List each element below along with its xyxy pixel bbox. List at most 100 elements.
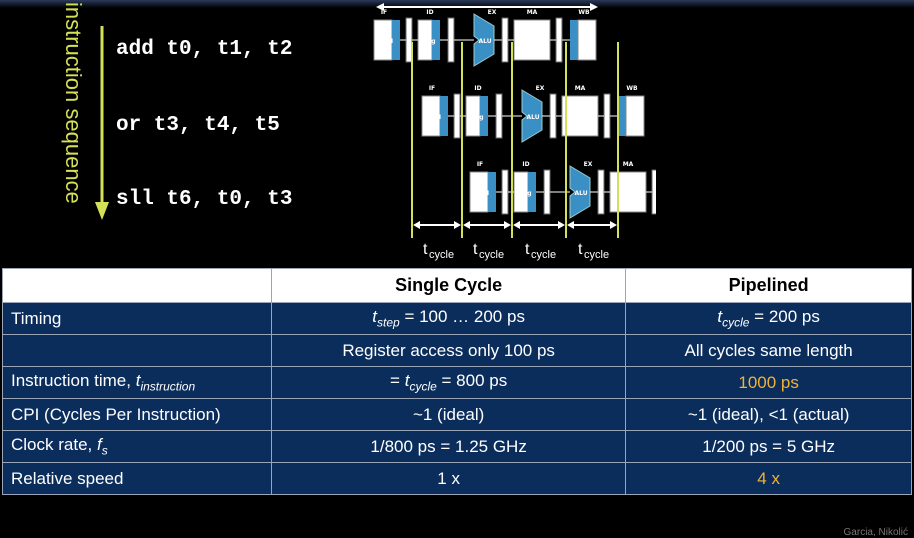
- arrow-head-left-icon: [413, 221, 420, 229]
- single-cycle-cell: tstep = 100 … 200 ps: [270, 302, 627, 335]
- header-single-cycle: Single Cycle: [270, 268, 627, 303]
- pipe-reg: [603, 93, 611, 139]
- table-row: Clock rate, fs 1/800 ps = 1.25 GHz 1/200 p…: [2, 430, 912, 463]
- row-label-var: t: [135, 371, 141, 391]
- arrow-head-left-icon: [463, 221, 470, 229]
- stage-label: IF: [381, 9, 387, 16]
- cell-text: = 100 … 200 ps: [399, 307, 525, 327]
- stage-label: MA: [623, 161, 634, 168]
- cell-text: = 200 ps: [749, 307, 820, 327]
- cell-text: All cycles same length: [684, 340, 853, 360]
- row-label: Relative speed: [2, 462, 272, 495]
- cell-text: = 800 ps: [436, 371, 508, 391]
- stage-label: EX: [536, 85, 545, 92]
- wb-shade: [570, 20, 578, 60]
- instruction-1: or t3, t4, t5: [116, 114, 280, 137]
- pipelined-cell: 1000 ps: [625, 366, 912, 399]
- dmem-label: DMEM: [617, 190, 638, 197]
- single-cycle-cell: = tcycle = 800 ps: [270, 366, 627, 399]
- cell-text: ~1 (ideal): [412, 404, 485, 424]
- wb-label: Reg: [581, 38, 594, 45]
- reg-label: Reg: [423, 38, 436, 45]
- top-strip: [0, 0, 914, 8]
- row-label: CPI (Cycles Per Instruction): [2, 398, 272, 431]
- stage-label: MA: [527, 9, 538, 16]
- arrow-head-right-icon: [610, 221, 617, 229]
- row-label: [2, 334, 272, 367]
- arrow-head-right-icon: [590, 3, 598, 11]
- reg-shade: [432, 20, 440, 60]
- cell-text: Register access only 100 ps: [342, 340, 555, 360]
- cell-text: 1/800 ps = 1.25 GHz: [370, 436, 527, 456]
- arrow-head-right-icon: [558, 221, 565, 229]
- header-empty: [2, 268, 272, 303]
- pipe-reg: [453, 93, 461, 139]
- pipelined-cell: All cycles same length: [625, 334, 912, 367]
- reg-label: Reg: [519, 190, 532, 197]
- cell-var: t: [372, 307, 378, 327]
- table-row: Register access only 100 ps All cycles sa…: [2, 334, 912, 367]
- cycle-label-t: t: [525, 241, 530, 258]
- imem-label: IMEM: [471, 190, 489, 197]
- alu-label: ALU: [526, 114, 539, 121]
- dmem-box: [561, 95, 599, 137]
- sequence-label: instruction sequence: [61, 2, 86, 204]
- cell-text: 1 x: [437, 468, 460, 488]
- instruction-2: sll t6, t0, t3: [116, 188, 293, 211]
- table-row: Relative speed 1 x 4 x: [2, 462, 912, 495]
- pipe-reg: [447, 17, 455, 63]
- imem-shade: [440, 96, 448, 136]
- stage-label: WB: [626, 85, 638, 92]
- alu-label: ALU: [574, 190, 587, 197]
- row-label-text: Instruction time,: [11, 371, 136, 391]
- cycle-label-sub: cycle: [584, 249, 609, 261]
- stage-label: ID: [522, 161, 529, 168]
- cell-text: 4 x: [757, 468, 780, 488]
- arrow-head-left-icon: [567, 221, 574, 229]
- alu-shape: [569, 165, 591, 219]
- row-label-sub: s: [101, 443, 108, 458]
- stage-label: ID: [426, 9, 433, 16]
- cycle-label-t: t: [423, 241, 428, 258]
- cell-text: =: [390, 371, 405, 391]
- alu-label: ALU: [478, 38, 491, 45]
- imem-label: IMEM: [423, 114, 441, 121]
- pipe-reg: [597, 169, 605, 215]
- instruction-0: add t0, t1, t2: [116, 38, 293, 61]
- alu-shape: [521, 89, 543, 143]
- pipelined-cell: 4 x: [625, 462, 912, 495]
- cell-text: ~1 (ideal), <1 (actual): [687, 404, 850, 424]
- credit: Garcia, Nikolić: [843, 527, 908, 538]
- cycle-label-sub: cycle: [531, 249, 556, 261]
- arrow-head-left-icon: [513, 221, 520, 229]
- row-label: Timing: [2, 302, 272, 335]
- imem-shade: [488, 172, 496, 212]
- row-label-text: Relative speed: [11, 468, 124, 488]
- pipe-reg: [501, 169, 509, 215]
- pipe-reg: [495, 93, 503, 139]
- table-row: Instruction time, tinstruction= tcycle =…: [2, 366, 912, 399]
- pipe-reg: [501, 17, 509, 63]
- row-label-text: Timing: [11, 308, 62, 328]
- stage-label: EX: [584, 161, 593, 168]
- single-cycle-cell: ~1 (ideal): [270, 398, 627, 431]
- imem-label: IMEM: [375, 38, 393, 45]
- cycle-label-t: t: [473, 241, 478, 258]
- single-cycle-cell: 1/800 ps = 1.25 GHz: [270, 430, 627, 463]
- wb-box: [577, 19, 597, 61]
- row-label: Instruction time, tinstruction: [2, 366, 272, 399]
- stage-label: EX: [488, 9, 497, 16]
- wb-box: [625, 95, 645, 137]
- cell-var: t: [717, 307, 723, 327]
- row-label-sub: instruction: [140, 379, 196, 394]
- stage-label: ID: [474, 85, 481, 92]
- pipelined-cell: 1/200 ps = 5 GHz: [625, 430, 912, 463]
- cycle-label-sub: cycle: [429, 249, 454, 261]
- dmem-label: DMEM: [569, 114, 590, 121]
- cycle-label-t: t: [578, 241, 583, 258]
- cell-text: 1/200 ps = 5 GHz: [702, 436, 836, 456]
- row-label: Clock rate, fs: [2, 430, 272, 463]
